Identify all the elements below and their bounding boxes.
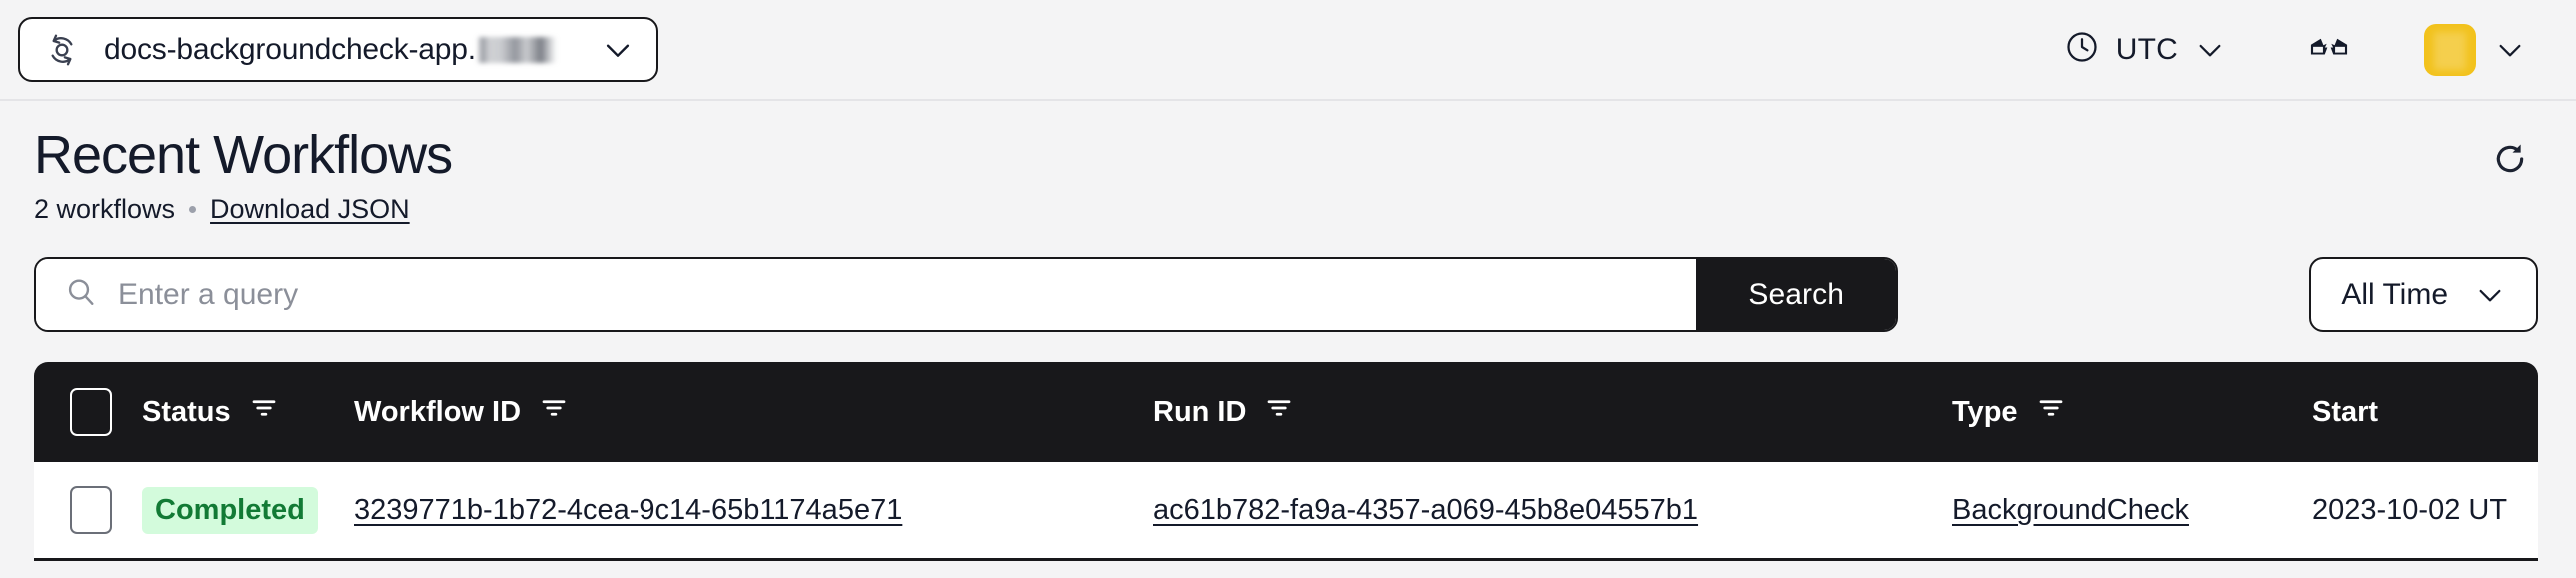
search-button[interactable]: Search [1696, 259, 1896, 331]
namespace-label: docs-backgroundcheck-app. [104, 33, 557, 67]
cell-type: BackgroundCheck [1952, 462, 2312, 562]
column-label: Type [1952, 395, 2018, 428]
row-checkbox[interactable] [70, 486, 112, 535]
filter-icon[interactable] [1264, 393, 1294, 431]
time-range-label: All Time [2341, 277, 2448, 311]
select-all-cell [34, 362, 142, 462]
column-label: Workflow ID [354, 395, 522, 428]
3d-glasses-icon [2306, 24, 2352, 75]
timezone-selector[interactable]: UTC [2050, 19, 2240, 80]
status-badge: Completed [142, 487, 318, 534]
chevron-down-icon[interactable] [2474, 279, 2506, 311]
table-row[interactable]: Completed 3239771b-1b72-4cea-9c14-65b117… [34, 462, 2538, 562]
refresh-icon [2490, 144, 2530, 183]
column-header-type[interactable]: Type [1952, 362, 2312, 462]
search-input-wrap[interactable] [36, 259, 1697, 331]
workflows-table-wrap: Status Workflow [34, 362, 2538, 562]
namespace-selector[interactable]: docs-backgroundcheck-app. [18, 17, 658, 82]
filter-icon[interactable] [539, 393, 569, 431]
table-header-row: Status Workflow [34, 362, 2538, 463]
workflows-page: Recent Workflows 2 workflows Download JS… [0, 101, 2576, 562]
workflow-id-link[interactable]: 3239771b-1b72-4cea-9c14-65b1174a5e71 [354, 493, 903, 526]
avatar [2424, 23, 2476, 76]
column-header-workflow-id[interactable]: Workflow ID [354, 362, 1153, 462]
workflow-type-link[interactable]: BackgroundCheck [1952, 493, 2189, 526]
filter-icon[interactable] [2036, 393, 2066, 431]
search-input[interactable] [118, 277, 1697, 312]
column-header-start[interactable]: Start [2312, 362, 2538, 462]
time-range-filter[interactable]: All Time [2309, 257, 2538, 333]
cell-run-id: ac61b782-fa9a-4357-a069-45b8e04557b1 [1153, 462, 1952, 562]
page-title: Recent Workflows [34, 125, 453, 185]
cell-workflow-id: 3239771b-1b72-4cea-9c14-65b1174a5e71 [354, 462, 1153, 562]
redacted-namespace-suffix [476, 36, 557, 63]
chevron-down-icon[interactable] [601, 33, 635, 67]
workflow-count: 2 workflows [34, 194, 176, 225]
chevron-down-icon[interactable] [2494, 34, 2526, 66]
workflows-table: Status Workflow [34, 362, 2538, 562]
column-header-status[interactable]: Status [142, 362, 354, 462]
column-label: Start [2312, 395, 2379, 428]
timezone-label: UTC [2115, 32, 2178, 66]
page-header: Recent Workflows 2 workflows Download JS… [34, 101, 2538, 225]
clock-icon [2064, 29, 2100, 70]
cell-status: Completed [142, 462, 354, 562]
separator-dot [189, 206, 197, 214]
column-label: Run ID [1153, 395, 1247, 428]
filter-icon[interactable] [249, 393, 279, 431]
row-select-cell [34, 462, 142, 562]
feedback-button[interactable] [2290, 14, 2368, 85]
column-label: Status [142, 395, 231, 428]
namespace-sync-icon [42, 30, 82, 70]
search-row: Search All Time [34, 257, 2538, 333]
search-icon [64, 275, 98, 314]
top-nav-bar: docs-backgroundcheck-app. UTC [0, 0, 2576, 101]
top-nav-actions: UTC [2050, 14, 2532, 85]
cell-start: 2023-10-02 UT [2312, 462, 2538, 562]
select-all-checkbox[interactable] [70, 388, 112, 437]
run-id-link[interactable]: ac61b782-fa9a-4357-a069-45b8e04557b1 [1153, 493, 1699, 526]
refresh-button[interactable] [2490, 139, 2530, 184]
user-menu-button[interactable] [2418, 16, 2532, 84]
page-subline: 2 workflows Download JSON [34, 194, 2490, 225]
download-json-link[interactable]: Download JSON [210, 194, 410, 225]
chevron-down-icon[interactable] [2194, 34, 2226, 66]
search-box: Search [34, 257, 1898, 333]
column-header-run-id[interactable]: Run ID [1153, 362, 1952, 462]
